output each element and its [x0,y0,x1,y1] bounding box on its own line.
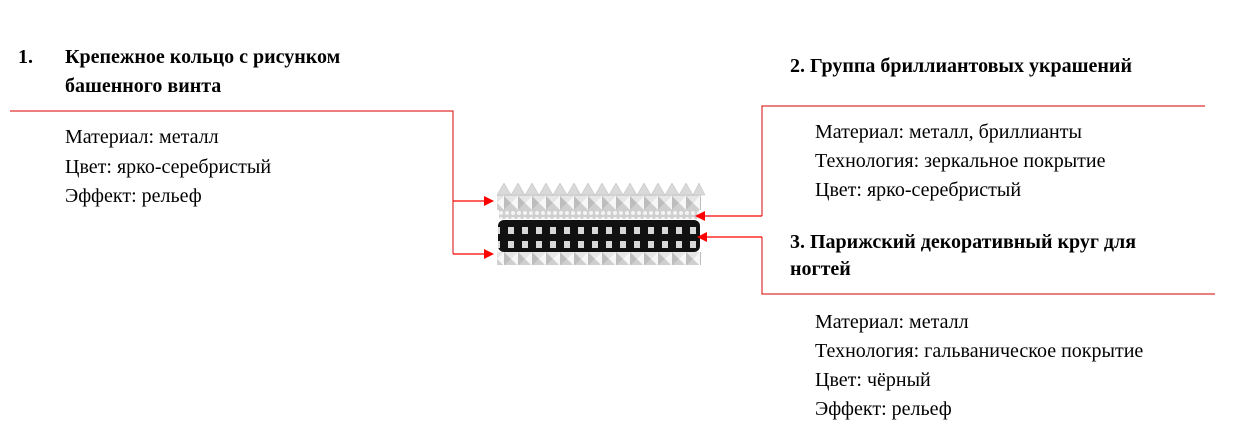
item1-title-line1: Крепежное кольцо с рисунком [65,46,341,68]
item2-prop: Технология: зеркальное покрытие [815,150,1106,172]
item1-prop: Цвет: ярко-серебристый [65,156,272,178]
item2-prop: Материал: металл, бриллианты [815,121,1082,143]
leader-lines [10,105,1215,295]
item3-title-line1: 3. Парижский декоративный круг для [790,231,1137,253]
item3-prop: Материал: металл [815,311,969,333]
item1-prop: Материал: металл [65,126,219,148]
item1-title-line2: башенного винта [65,75,222,97]
item1-number: 1. [18,46,33,68]
item3-prop: Цвет: чёрный [815,369,931,391]
ring-image [496,182,706,265]
item2-title: 2. Группа бриллиантовых украшений [790,55,1132,77]
item2-prop: Цвет: ярко-серебристый [815,179,1022,201]
item3-title-line2: ногтей [790,258,851,280]
item3-prop: Технология: гальваническое покрытие [815,340,1144,362]
item3-prop: Эффект: рельеф [815,398,952,420]
item1-prop: Эффект: рельеф [65,185,202,207]
